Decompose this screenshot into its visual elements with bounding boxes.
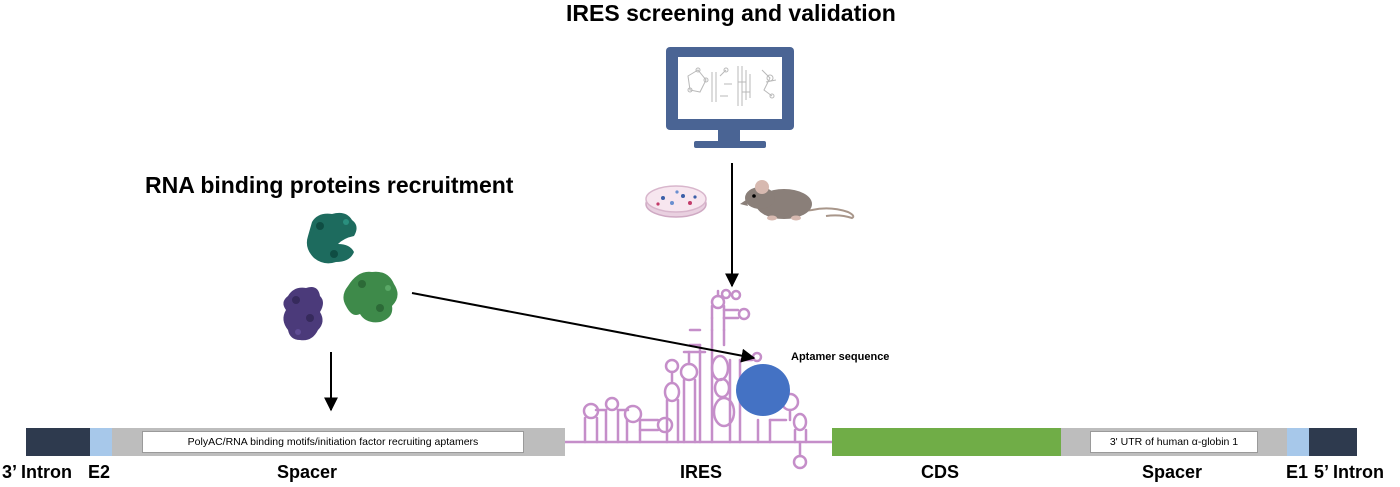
left-exon-label: E2 bbox=[88, 462, 111, 482]
rna-binding-protein-purple bbox=[283, 287, 323, 341]
left-intron-block bbox=[26, 428, 90, 456]
right-intron-label: 5’ Intron bbox=[1314, 462, 1385, 482]
ires-structure bbox=[582, 288, 808, 470]
left-exon-block bbox=[90, 428, 112, 456]
petri-dish-icon bbox=[645, 185, 707, 218]
rna-binding-protein-teal bbox=[306, 212, 357, 264]
right-exon-label: E1 bbox=[1286, 462, 1309, 482]
rna-binding-protein-green bbox=[343, 271, 398, 323]
cds-block bbox=[832, 428, 1061, 456]
left-spacer-label: Spacer bbox=[277, 462, 338, 482]
aptamer-ellipse bbox=[736, 364, 790, 416]
cds-label: CDS bbox=[921, 462, 960, 482]
ires-screening-heading: IRES screening and validation bbox=[566, 0, 896, 26]
right-intron-block bbox=[1309, 428, 1357, 456]
computer-monitor-icon bbox=[666, 47, 794, 148]
right-exon-block bbox=[1287, 428, 1309, 456]
arrow-protein-to-aptamer bbox=[411, 292, 756, 363]
right-spacer-label: Spacer bbox=[1142, 462, 1203, 482]
aptamer-label: Aptamer sequence bbox=[791, 351, 890, 363]
left-spacer-box: PolyAC/RNA binding motifs/initiation fac… bbox=[142, 431, 524, 453]
rbp-recruitment-heading: RNA binding proteins recruitment bbox=[145, 172, 514, 198]
right-spacer-box: 3' UTR of human α-globin 1 bbox=[1090, 431, 1258, 453]
mouse-icon bbox=[740, 180, 855, 221]
ires-label: IRES bbox=[680, 462, 723, 482]
left-intron-label: 3’ Intron bbox=[2, 462, 73, 482]
